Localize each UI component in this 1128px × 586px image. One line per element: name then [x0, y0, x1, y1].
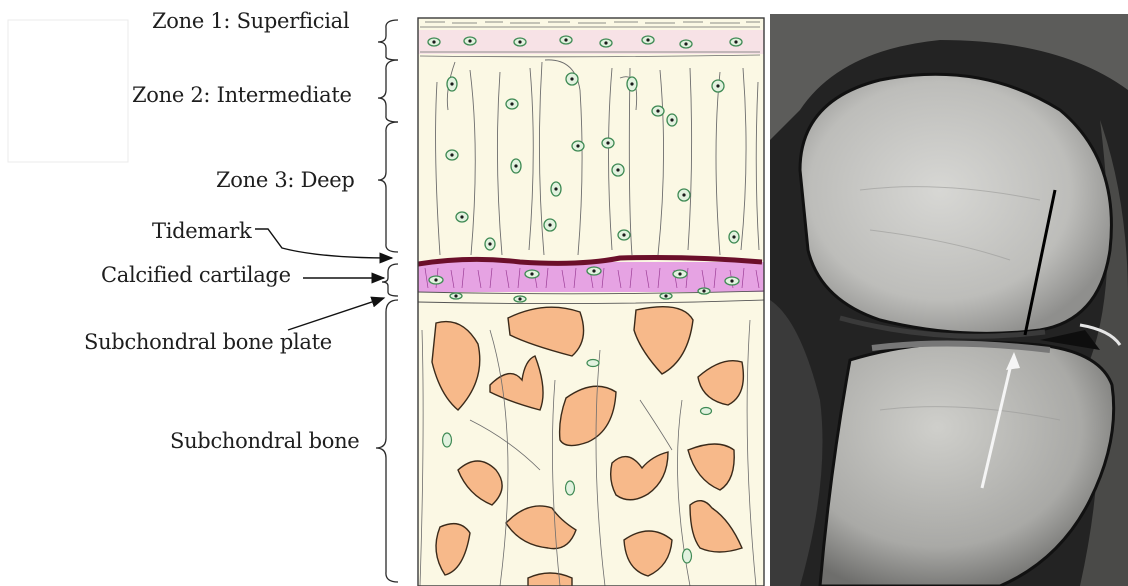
chondrocyte-nucleus [454, 294, 457, 297]
chondrocyte-nucleus [432, 40, 435, 43]
chondrocyte-nucleus [518, 297, 521, 300]
chondrocyte-nucleus [684, 42, 687, 45]
chondrocyte-nucleus [468, 39, 471, 42]
femoral-condyle [800, 74, 1111, 333]
brace-calcified [382, 264, 398, 296]
chondrocyte-nucleus [630, 82, 633, 85]
chondrocyte-nucleus [592, 269, 595, 272]
chondrocyte-nucleus [514, 164, 517, 167]
chondrocyte-nucleus [670, 118, 673, 121]
chondrocyte-nucleus [548, 223, 551, 226]
chondrocyte-nucleus [576, 144, 579, 147]
chondrocyte-nucleus [564, 38, 567, 41]
chondrocyte-nucleus [518, 40, 521, 43]
histology-panel [418, 18, 764, 586]
chondrocyte-nucleus [570, 77, 573, 80]
chondrocyte-nucleus [434, 278, 437, 281]
chondrocyte-nucleus [646, 38, 649, 41]
chondrocyte-nucleus [616, 168, 619, 171]
chondrocyte-nucleus [702, 289, 705, 292]
zone-braces [376, 20, 398, 582]
pointer-lines [255, 229, 392, 330]
chondrocyte-nucleus [604, 41, 607, 44]
chondrocyte-nucleus [460, 215, 463, 218]
chondrocyte-nucleus [682, 193, 685, 196]
chondrocyte-nucleus [488, 242, 491, 245]
chondrocyte-nucleus [622, 233, 625, 236]
chondrocyte-nucleus [732, 235, 735, 238]
chondrocyte-nucleus [606, 141, 609, 144]
chondrocyte-nucleus [664, 294, 667, 297]
brace-subchondral [376, 300, 398, 582]
chondrocyte-nucleus [656, 109, 659, 112]
bone-plate-pointer [288, 298, 384, 330]
brace-zone1 [378, 20, 398, 60]
chondrocyte-nucleus [730, 279, 733, 282]
chondrocyte-nucleus [450, 82, 453, 85]
chondrocyte-nucleus [554, 187, 557, 190]
tidemark-pointer [255, 229, 392, 258]
chondrocyte-nucleus [678, 272, 681, 275]
faint-frame [8, 20, 128, 162]
brace-zone2 [378, 60, 398, 122]
chondrocyte-nucleus [510, 102, 513, 105]
chondrocyte-nucleus [716, 84, 719, 87]
knee-mri-image [770, 14, 1128, 586]
chondrocyte-nucleus [530, 272, 533, 275]
brace-zone3 [378, 122, 398, 252]
chondrocyte-nucleus [734, 40, 737, 43]
chondrocyte-nucleus [450, 153, 453, 156]
